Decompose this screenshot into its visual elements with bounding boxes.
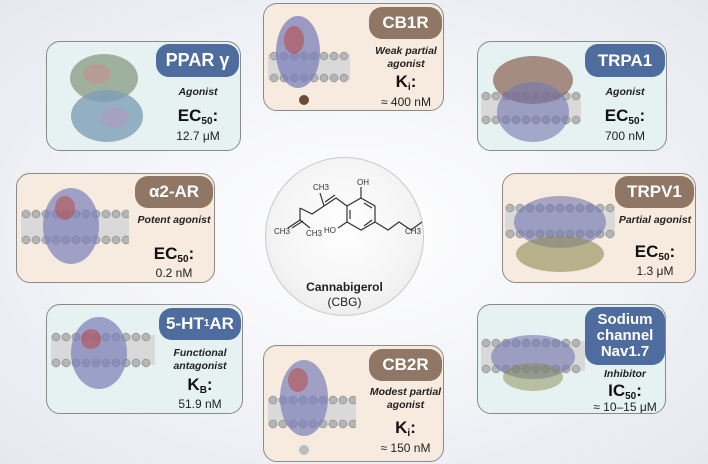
- trpa1-metric: EC50:: [604, 106, 646, 127]
- trpv1-value: 1.3 μM: [636, 264, 674, 278]
- cb2r-metric: Ki:: [395, 418, 416, 439]
- nav17-metric: IC50:: [608, 381, 642, 402]
- ppar-badge: PPAR γ: [156, 44, 239, 77]
- ppar-metric: EC50:: [177, 106, 219, 127]
- ho-label: HO: [324, 226, 336, 235]
- cb2r-protein-image: [268, 354, 358, 461]
- alpha2-value: 0.2 nM: [155, 266, 193, 280]
- nav17-protein-image: [481, 317, 585, 412]
- ch3-label-top: CH3: [313, 183, 330, 192]
- card-cb2r: CB2R Modest partial agonist Ki: ≈ 150 nM: [263, 345, 444, 462]
- cb1r-role: Weak partial agonist: [375, 45, 437, 71]
- trpa1-role: Agonist: [605, 86, 645, 98]
- cbg-molecule-circle: OH HO CH3 CH3 CH3 CH3 Cannabigerol (CBG): [265, 157, 424, 316]
- cbg-structure-diagram: OH HO CH3 CH3 CH3 CH3: [274, 178, 423, 238]
- card-trpv1: TRPV1 Partial agonist EC50: 1.3 μM: [502, 173, 696, 283]
- cb1r-protein-image: [268, 10, 350, 110]
- trpv1-protein-image: [505, 182, 615, 282]
- 5ht1ar-metric: KB:: [187, 375, 213, 396]
- cb2r-value: ≈ 150 nM: [380, 441, 431, 455]
- ppar-value: 12.7 μM: [176, 129, 220, 143]
- 5ht1ar-role: Functional antagonist: [173, 347, 227, 373]
- cb1r-badge: CB1R: [369, 7, 442, 39]
- trpv1-badge: TRPV1: [615, 176, 694, 208]
- card-ppar-gamma: PPAR γ Agonist EC50: 12.7 μM: [46, 41, 241, 151]
- alpha2-metric: EC50:: [153, 244, 195, 265]
- card-trpa1: TRPA1 Agonist EC50: 700 nM: [477, 41, 667, 151]
- 5ht1ar-protein-image: [51, 315, 155, 413]
- card-cb1r: CB1R Weak partial agonist Ki: ≈ 400 nM: [263, 3, 444, 111]
- trpa1-badge: TRPA1: [585, 44, 665, 77]
- ch3-label-left: CH3: [274, 227, 291, 236]
- ch3-label-mid: CH3: [306, 229, 323, 238]
- nav17-value: ≈ 10–15 μM: [593, 400, 657, 414]
- trpa1-value: 700 nM: [604, 129, 646, 143]
- ch3-label-right: CH3: [405, 227, 422, 236]
- cb1r-value: ≈ 400 nM: [381, 95, 431, 109]
- ppar-role: Agonist: [178, 86, 218, 98]
- oh-label: OH: [357, 178, 369, 187]
- ppar-protein-image: [57, 48, 152, 150]
- 5ht1ar-value: 51.9 nM: [178, 397, 222, 411]
- alpha2-protein-image: [21, 182, 131, 282]
- molecule-abbr: (CBG): [327, 295, 362, 309]
- alpha2-badge: α2-AR: [135, 176, 213, 208]
- cb2r-badge: CB2R: [369, 349, 442, 381]
- nav17-role: Inhibitor: [604, 368, 646, 380]
- alpha2-role: Potent agonist: [137, 214, 211, 226]
- trpv1-metric: EC50:: [634, 242, 676, 263]
- molecule-name: Cannabigerol: [306, 280, 383, 294]
- cb1r-metric: Ki:: [395, 72, 417, 93]
- trpa1-protein-image: [481, 50, 581, 150]
- cb2r-role: Modest partial agonist: [369, 386, 442, 412]
- trpv1-role: Partial agonist: [618, 214, 692, 226]
- card-alpha2-ar: α2-AR Potent agonist EC50: 0.2 nM: [16, 173, 215, 283]
